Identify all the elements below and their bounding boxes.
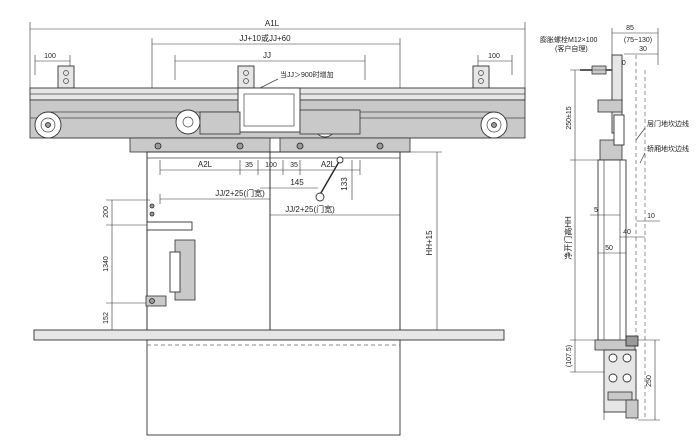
dim-hh15: HH+15 bbox=[425, 230, 434, 256]
dim-100-center: 100 bbox=[265, 162, 277, 169]
dim-a1l: A1L bbox=[265, 19, 280, 28]
dim-250-bottom: 250 bbox=[646, 375, 653, 387]
dim-107-5: (107.5) bbox=[566, 345, 573, 367]
dim-200: 200 bbox=[103, 206, 110, 218]
landing-sill-line-label: 层门地坎边线 bbox=[647, 119, 689, 128]
dim-jj-span: JJ+10或JJ+60 bbox=[239, 33, 291, 43]
front-view: A1L JJ+10或JJ+60 100 100 JJ 当JJ＞900时增加 bbox=[29, 19, 526, 436]
dim-250-15: 250±15 bbox=[566, 106, 573, 129]
dim-a2l-left: A2L bbox=[198, 160, 213, 169]
dim-jj2-upper: JJ/2+25(门宽) bbox=[215, 188, 265, 198]
dim-75-130: (75~130) bbox=[624, 37, 652, 44]
dim-85: 85 bbox=[626, 25, 634, 32]
bolt-sub: (客户自理) bbox=[555, 44, 588, 53]
dim-133: 133 bbox=[340, 177, 349, 191]
dim-35-right: 35 bbox=[290, 162, 298, 169]
car-sill-line-label: 轿厢地坎边线 bbox=[647, 144, 689, 153]
dim-40: 40 bbox=[623, 229, 631, 236]
dim-5: 5 bbox=[594, 207, 598, 214]
dim-30: 30 bbox=[639, 46, 647, 53]
dim-152: 152 bbox=[103, 312, 110, 324]
side-view: 膨胀螺栓M12×100 (客户自理) 85 (75~130) 30 10 250… bbox=[540, 25, 689, 421]
dim-10: 10 bbox=[647, 213, 655, 220]
dim-1340: 1340 bbox=[103, 256, 110, 272]
note-jj-900: 当JJ＞900时增加 bbox=[280, 70, 334, 79]
dim-jj2-lower: JJ/2+25(门宽) bbox=[285, 204, 335, 214]
bolt-label: 膨胀螺栓M12×100 bbox=[540, 35, 597, 44]
dim-a2l-right: A2L bbox=[321, 160, 336, 169]
dim-100-left: 100 bbox=[44, 53, 56, 60]
dim-jj: JJ bbox=[263, 51, 271, 60]
dim-100-right: 100 bbox=[488, 53, 500, 60]
dim-145: 145 bbox=[290, 178, 304, 187]
dim-clear-height: 净开门高HH bbox=[563, 216, 573, 260]
dim-35-left: 35 bbox=[245, 162, 253, 169]
dim-50: 50 bbox=[605, 245, 613, 252]
